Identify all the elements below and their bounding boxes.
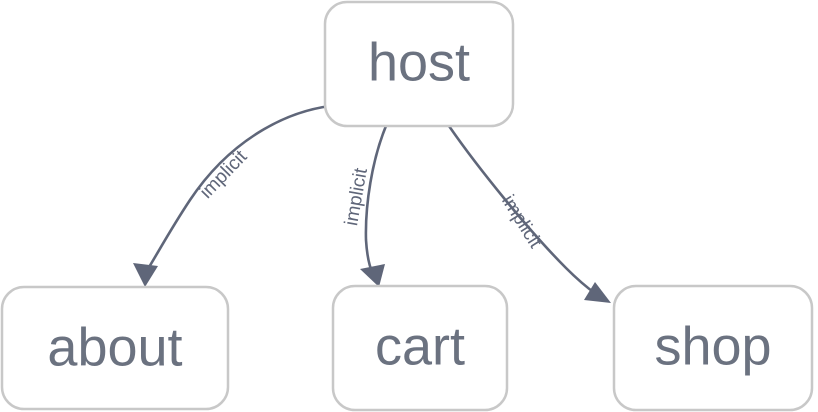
node-shop-label: shop: [654, 316, 771, 376]
edge-host-about-arrowhead: [133, 263, 158, 287]
node-host[interactable]: host: [323, 0, 515, 128]
edge-host-about-path: [144, 104, 332, 274]
edge-host-shop-path: [447, 124, 598, 296]
node-shop[interactable]: shop: [612, 284, 814, 412]
edges-layer: implicit implicit implicit: [133, 104, 611, 303]
edge-host-about[interactable]: implicit: [133, 104, 332, 287]
node-shop-rect: [612, 284, 814, 412]
node-cart-rect: [331, 284, 509, 412]
node-about-label: about: [47, 317, 182, 377]
edge-host-cart[interactable]: implicit: [341, 124, 388, 287]
node-about-rect: [0, 285, 230, 411]
edge-host-shop-label: implicit: [497, 192, 546, 253]
node-cart[interactable]: cart: [331, 284, 509, 412]
edge-host-about-label: implicit: [196, 146, 252, 203]
node-cart-label: cart: [375, 316, 465, 376]
edge-host-shop[interactable]: implicit: [447, 124, 611, 303]
edge-host-cart-arrowhead: [360, 264, 385, 287]
node-about[interactable]: about: [0, 285, 230, 411]
edge-host-cart-path: [364, 124, 388, 276]
node-host-rect: [323, 0, 515, 128]
node-host-label: host: [368, 32, 470, 92]
edge-host-shop-arrowhead: [584, 282, 611, 303]
